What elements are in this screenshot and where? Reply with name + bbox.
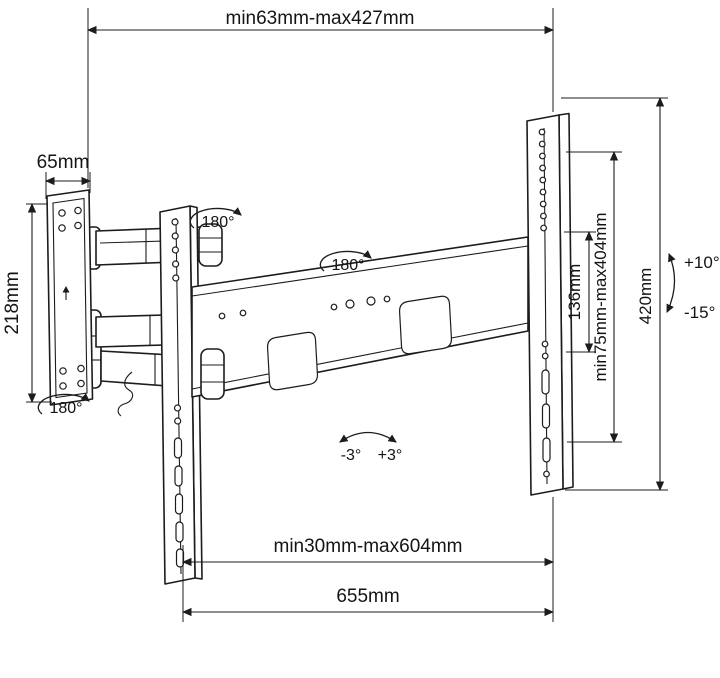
- tilt-indicator: +10° -15°: [666, 252, 720, 322]
- wall-plate-inner: [52, 197, 88, 399]
- beam-cutout-left: [266, 331, 319, 391]
- cable-clip: [117, 371, 134, 417]
- swivel-center-label: 180°: [331, 257, 364, 274]
- left-rail-holes: [171, 218, 185, 568]
- left-rail-front-face: [159, 205, 196, 585]
- dim-hole-spacing-label: 136mm: [565, 264, 584, 321]
- dim-top-width-label: min63mm-max427mm: [226, 8, 415, 29]
- level-left-label: -3°: [341, 447, 362, 464]
- tilt-up-label: +10°: [684, 253, 720, 272]
- beam-holes: [218, 295, 391, 320]
- arm-pivot-joints: [198, 223, 225, 400]
- swivel-plate-label: 180°: [49, 400, 82, 417]
- level-right-label: +3°: [378, 447, 403, 464]
- swivel-arm-label: 180°: [201, 214, 234, 231]
- dim-plate-width: 65mm: [37, 152, 91, 199]
- wall-plate-outline: [46, 189, 94, 406]
- dim-plate-height: 218mm: [2, 203, 52, 403]
- dim-rail-height-label: 420mm: [636, 268, 655, 325]
- tilt-down-label: -15°: [684, 303, 715, 322]
- dim-vesa-range: min75mm-max404mm: [566, 151, 622, 443]
- beam-cutout-right: [398, 295, 453, 355]
- dim-extension-range-label: min30mm-max604mm: [274, 536, 463, 557]
- plate-up-arrow-icon: [62, 286, 70, 300]
- right-vesa-rail: [526, 112, 574, 496]
- swivel-indicator-plate: 180°: [37, 393, 90, 417]
- level-indicator: -3° +3°: [339, 431, 403, 464]
- wall-plate: [46, 189, 94, 406]
- right-rail-holes: [538, 128, 551, 478]
- dim-plate-width-label: 65mm: [37, 152, 90, 173]
- dim-beam-width-label: 655mm: [336, 586, 399, 607]
- dim-vesa-range-label: min75mm-max404mm: [591, 212, 610, 381]
- swivel-indicator-center: 180°: [319, 250, 372, 274]
- pivot-joint-bottom: [200, 348, 225, 400]
- main-extension-beam: [191, 236, 529, 398]
- dim-top-width: min63mm-max427mm: [87, 8, 554, 188]
- dim-hole-spacing: 136mm: [564, 231, 596, 353]
- pivot-joint-top: [198, 223, 223, 267]
- dim-plate-height-label: 218mm: [2, 271, 23, 334]
- wall-plate-screw-holes: [58, 206, 85, 390]
- dim-bottom: min30mm-max604mm 655mm: [182, 497, 554, 622]
- dim-rail-height: 420mm: [561, 97, 668, 491]
- swivel-indicator-arm: 180°: [189, 207, 242, 231]
